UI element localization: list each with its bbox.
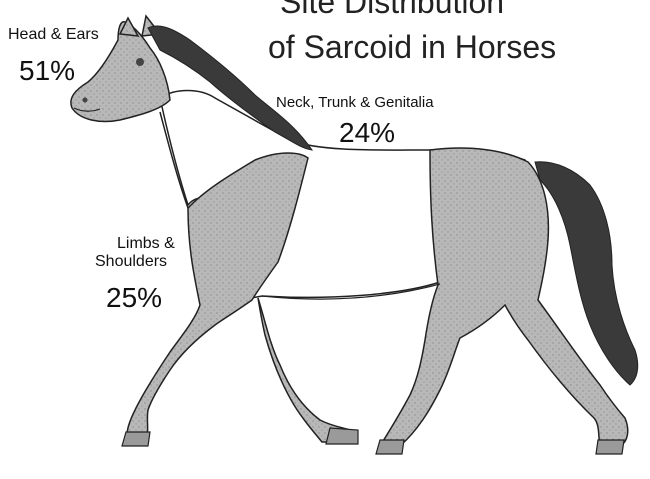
hoof-hind-1	[376, 440, 404, 454]
hoof-front-1	[122, 432, 150, 446]
limbs-region-label-line-2: Shoulders	[95, 254, 167, 270]
eye-icon	[136, 58, 144, 66]
title-line-2: of Sarcoid in Horses	[268, 31, 556, 63]
hoof-hind-2	[596, 440, 624, 454]
limbs-region-label-line-1: Limbs &	[117, 236, 175, 252]
hoof-front-2	[326, 428, 358, 444]
ear-left	[120, 18, 138, 36]
head-region-label: Head & Ears	[8, 27, 99, 43]
title-line-1: Site Distribution	[280, 0, 504, 18]
limbs-region-percent: 25%	[106, 284, 162, 312]
head-region-percent: 51%	[19, 57, 75, 85]
nostril-icon	[83, 98, 88, 103]
neck-trunk-region-label: Neck, Trunk & Genitalia	[276, 95, 434, 110]
neck-trunk-region-percent: 24%	[339, 119, 395, 147]
foreleg-back	[258, 298, 356, 442]
